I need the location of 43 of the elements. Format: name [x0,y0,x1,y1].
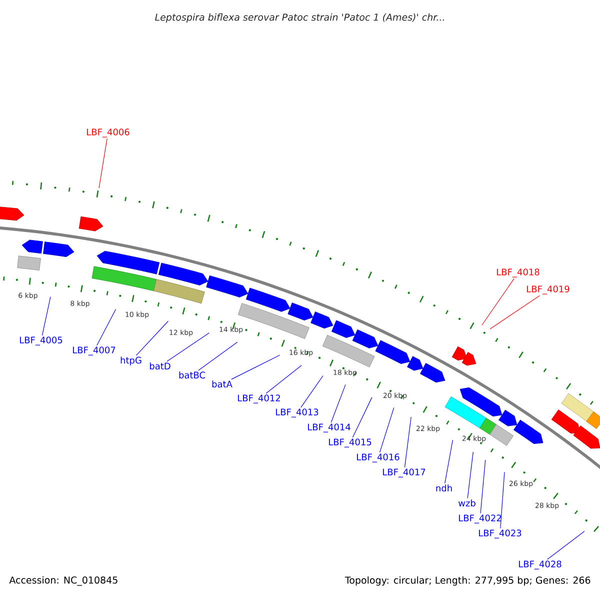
gene-label: wzb [458,500,476,506]
leader-line [352,397,372,438]
gene-label: LBF_4028 [519,560,562,570]
gene-label: LBF_4019 [527,286,570,294]
gene-label: ndh [436,484,452,492]
leader-line [467,452,474,499]
summary-text: Topology: circular; Length: 277,995 bp; Genes: 266 [344,576,590,586]
title: Leptospira biflexa serovar Patoc strain 'Patoc 1 (Ames)' chr... [155,13,444,23]
gene-label: LBF_4007 [73,346,116,356]
gene-label: LBF_4023 [479,530,522,538]
leader-line [198,342,238,371]
leader-line [96,308,116,346]
gene-label: LBF_4012 [238,394,280,404]
leader-line [166,332,210,362]
leader-line [482,278,514,326]
gene-label: LBF_4017 [383,468,426,478]
leader-line [330,384,346,423]
leader-line [444,440,454,484]
leader-line [547,530,585,560]
leader-line [98,138,108,188]
gene-label: LBF_4016 [357,454,400,462]
leader-line [231,354,280,380]
leader-line [266,365,302,394]
leader-line [42,296,51,336]
leader-line [500,472,505,529]
gene-label: LBF_4014 [308,424,350,432]
gene-label: LBF_4006 [87,128,130,138]
gene-label: batA [212,380,232,388]
gene-label: htpG [120,356,142,366]
gene-label: batD [150,362,170,370]
leader-line [480,460,486,514]
gene-label: LBF_4005 [20,336,62,346]
leader-line [136,320,169,356]
gene-label: LBF_4022 [459,514,501,524]
gene-label: LBF_4018 [497,268,540,278]
gene-label: LBF_4015 [329,438,372,448]
gene-label: batBC [179,372,206,378]
accession-text: Accession: NC_010845 [9,576,118,586]
leader-line [404,416,412,468]
leader-line [490,295,540,330]
leader-line [300,375,324,408]
gene-label: LBF_4013 [276,408,318,418]
leader-line [379,407,394,453]
